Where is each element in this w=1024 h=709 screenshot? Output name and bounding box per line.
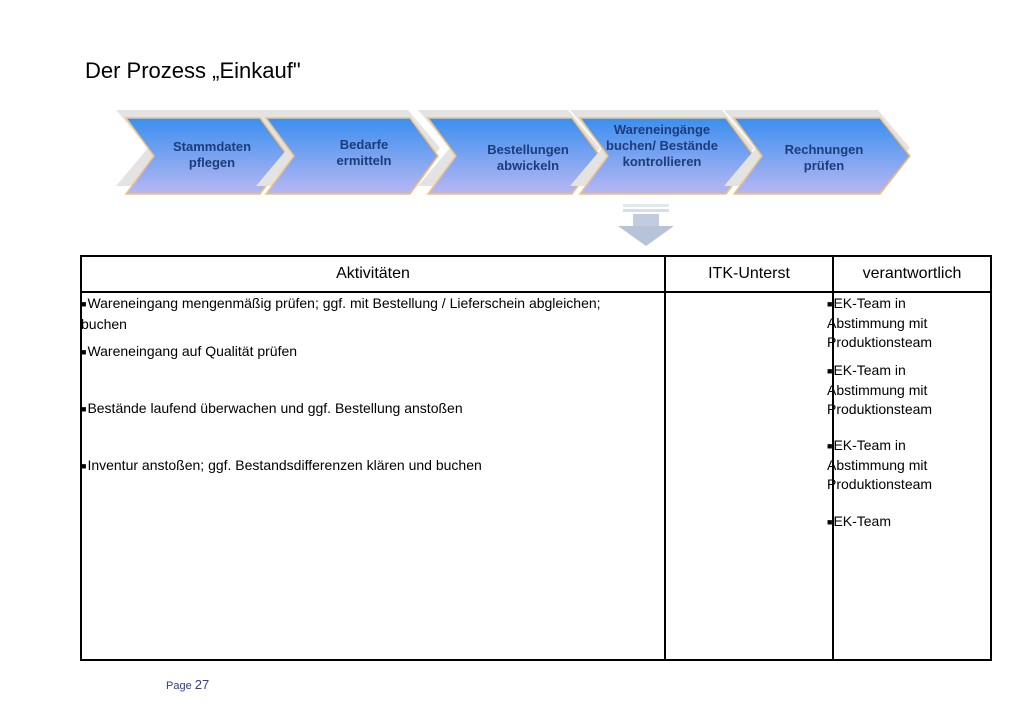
activities-table: Aktivitäten ITK-Unterst verantwortlich (80, 255, 992, 661)
header-itk: ITK-Unterst (664, 255, 834, 293)
bullet-icon: ■ (827, 517, 833, 527)
bullet-icon: ■ (81, 404, 87, 414)
responsible-item: ■EK-Team in Abstimmung mit Produktionste… (827, 437, 933, 492)
activity-item: ■Bestände laufend überwachen und ggf. Be… (81, 400, 463, 416)
bullet-icon: ■ (827, 299, 833, 309)
step-label-4: Wareneingänge buchen/ Bestände kontrolli… (606, 122, 718, 169)
responsible-item: ■EK-Team in Abstimmung mit Produktionste… (827, 295, 933, 350)
bullet-icon: ■ (81, 347, 87, 357)
chevron-5 (724, 110, 911, 195)
chevron-4 (570, 110, 755, 195)
table-header-row: Aktivitäten ITK-Unterst verantwortlich (80, 255, 992, 293)
bullet-icon: ■ (827, 441, 833, 451)
step-label-5: Rechnungen prüfen (784, 142, 864, 173)
page-label: Page (166, 680, 192, 692)
chevron-3 (418, 110, 601, 195)
bullet-icon: ■ (81, 299, 87, 309)
header-responsible: verantwortlich (832, 255, 992, 293)
down-arrow-icon (618, 204, 674, 246)
activity-item: ■Wareneingang mengenmäßig prüfen; ggf. m… (81, 295, 601, 332)
step-label-2: Bedarfe ermitteln (336, 137, 392, 168)
header-activities: Aktivitäten (80, 255, 666, 293)
activity-item: ■Wareneingang auf Qualität prüfen (81, 343, 298, 359)
chevron-2 (256, 110, 440, 195)
chevron-1 (116, 110, 290, 195)
activities-cell (80, 291, 666, 661)
responsible-cell (832, 291, 992, 661)
page-number: 27 (194, 677, 210, 692)
page-footer: Page 27 (166, 677, 209, 692)
bullet-icon: ■ (81, 461, 87, 471)
bullet-icon: ■ (827, 366, 833, 376)
page-title: Der Prozess „Einkauf" (85, 58, 301, 83)
itk-cell (664, 291, 834, 661)
table-row (80, 291, 992, 661)
responsible-item: ■EK-Team in Abstimmung mit Produktionste… (827, 362, 933, 417)
activity-item: ■Inventur anstoßen; ggf. Bestandsdiffere… (81, 457, 482, 473)
responsible-item: ■EK-Team (827, 513, 892, 529)
step-label-3: Bestellungen abwickeln (487, 142, 569, 173)
step-label-1: Stammdaten pflegen (172, 139, 252, 170)
